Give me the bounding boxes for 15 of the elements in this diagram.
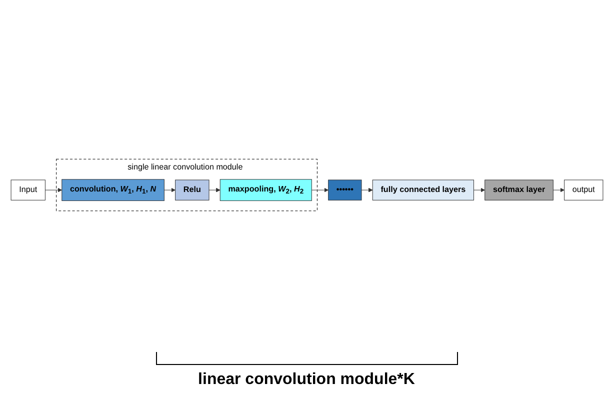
arrow [552,188,564,192]
node-box: maxpooling, W$_{2}$, H$_{2}$ [219,179,312,201]
arrow [44,188,62,192]
arrow [310,188,328,192]
node-box: Input [10,180,45,200]
node-box: Relu [174,180,209,200]
arrow [472,188,485,192]
node-box: convolution, W$_{1}$, H$_{1}$, N [61,179,164,201]
node-box: •••••• [328,180,362,200]
node-box: fully connected layers [372,180,474,200]
bracket-label: linear convolution module*K [198,371,415,389]
arrow [163,188,176,192]
node-box: softmax layer [484,180,553,200]
node-box: output [564,180,603,200]
arrow [208,188,220,192]
